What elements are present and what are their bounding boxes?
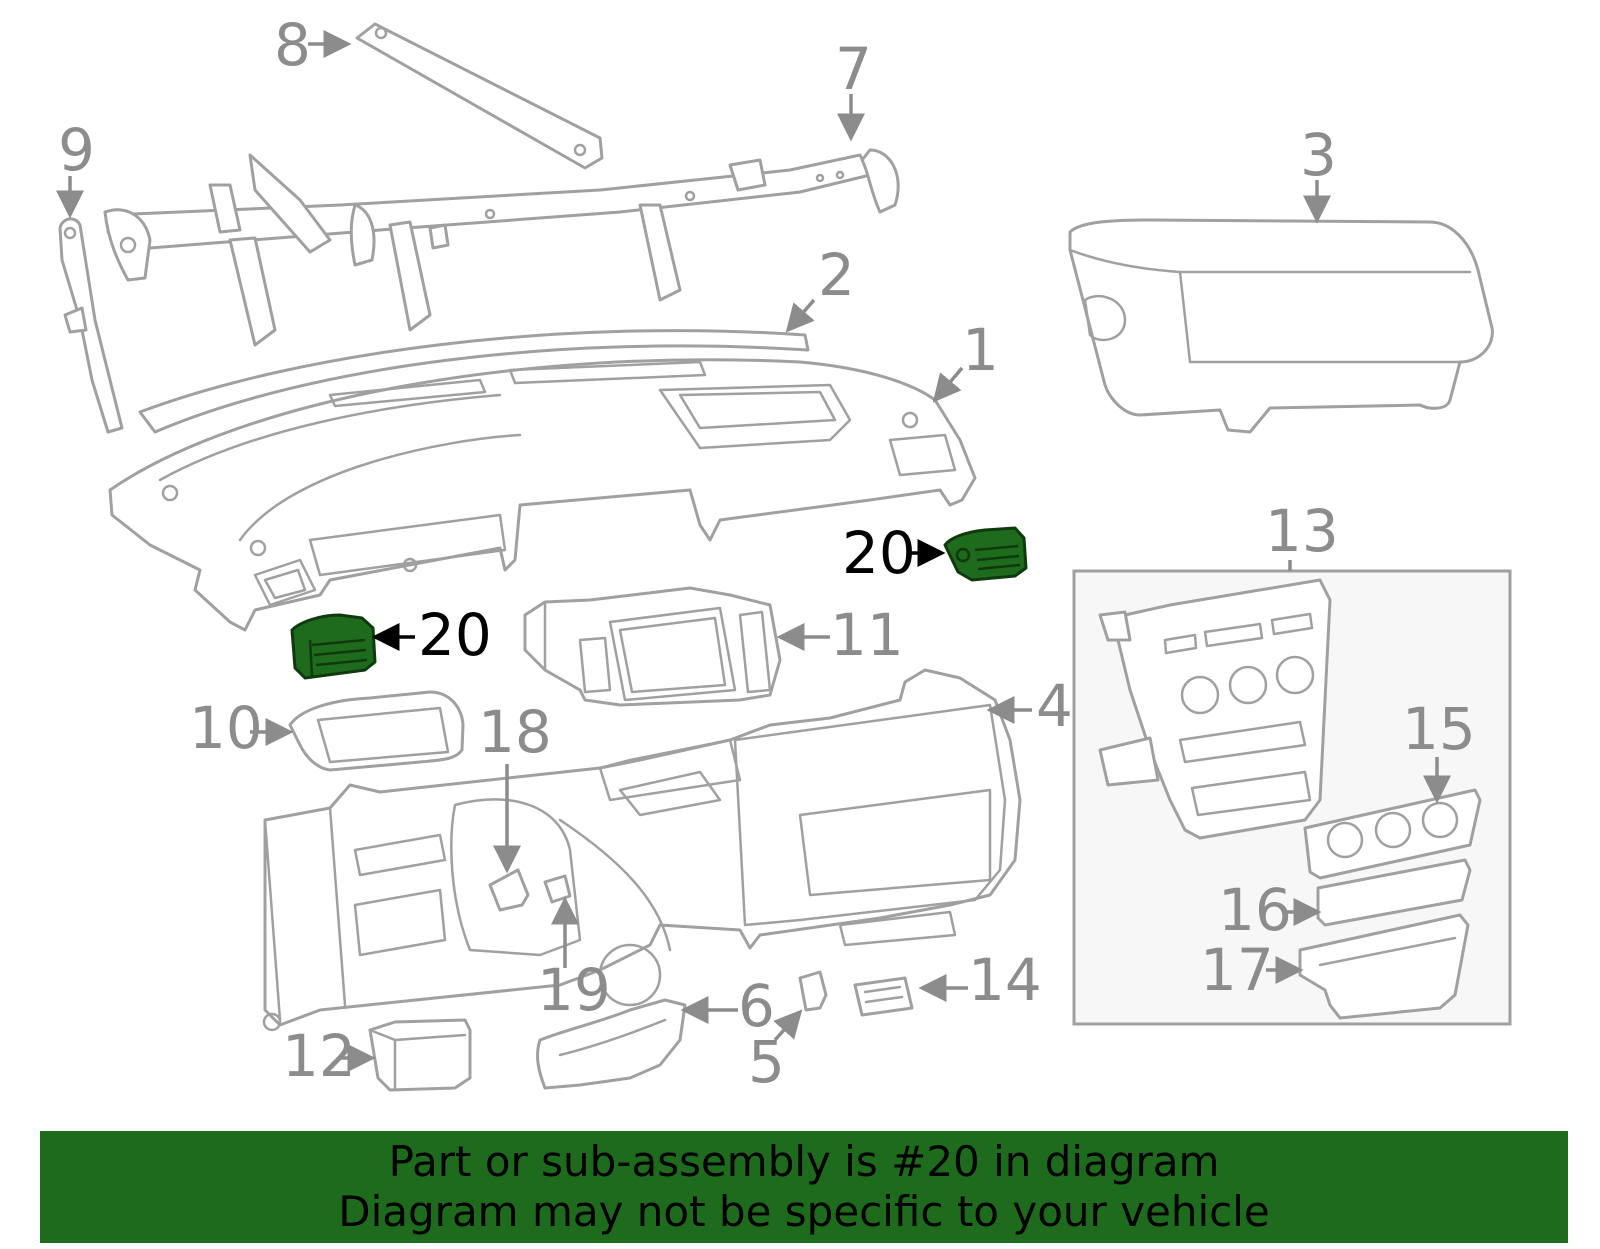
- callout-20-right: 20: [842, 519, 916, 587]
- part-11-center-cluster: [523, 586, 782, 707]
- part-6-cover: [536, 998, 687, 1090]
- callout-1: 1: [962, 316, 999, 384]
- callout-11: 11: [830, 601, 904, 669]
- callout-20-left: 20: [418, 601, 492, 669]
- reinforcement-beam: [103, 148, 900, 347]
- part-17-pocket: [1298, 913, 1470, 1020]
- banner-line-2: Diagram may not be specific to your vehi…: [338, 1187, 1270, 1236]
- part-20-air-outlet-left: [290, 613, 377, 680]
- part-8-brace: [355, 22, 604, 170]
- callout-16: 16: [1218, 876, 1292, 944]
- part-10-cluster-trim: [288, 690, 465, 772]
- callout-5: 5: [748, 1028, 785, 1096]
- callout-14: 14: [968, 946, 1042, 1014]
- callout-8: 8: [274, 11, 311, 79]
- callout-10: 10: [189, 694, 263, 762]
- part-15-switch-panel: [1303, 788, 1482, 880]
- callout-18: 18: [478, 698, 552, 766]
- callout-13: 13: [1265, 497, 1339, 565]
- callout-7: 7: [835, 35, 872, 103]
- callout-2: 2: [818, 241, 855, 309]
- leader-lines: [56, 30, 1451, 1072]
- part-14-switch: [853, 976, 914, 1017]
- callout-6: 6: [738, 972, 775, 1040]
- callout-15: 15: [1402, 695, 1476, 763]
- part-13-center-bezel: [1098, 578, 1332, 840]
- callout-3: 3: [1300, 121, 1337, 189]
- part-5-clip: [798, 970, 828, 1012]
- part-9-bracket: [58, 217, 124, 434]
- banner-line-1: Part or sub-assembly is #20 in diagram: [388, 1137, 1220, 1186]
- callout-4: 4: [1036, 672, 1073, 740]
- callout-labels: 1 2 3 4 5 6 7 8 9 10 11 12 13 14 15 16 1…: [58, 11, 1476, 1096]
- callout-19: 19: [537, 956, 611, 1024]
- part-1-instrument-panel: [108, 358, 977, 632]
- part-20-air-outlet-right: [943, 526, 1028, 582]
- part-19-clip: [543, 874, 572, 904]
- callout-9: 9: [58, 116, 95, 184]
- info-banner: Part or sub-assembly is #20 in diagram D…: [40, 1131, 1568, 1243]
- callout-12: 12: [282, 1022, 356, 1090]
- part-3-airbag-module: [1068, 218, 1494, 434]
- callout-17: 17: [1200, 936, 1274, 1004]
- part-2-defroster-strip: [138, 329, 810, 434]
- part-12-pocket: [368, 1018, 472, 1092]
